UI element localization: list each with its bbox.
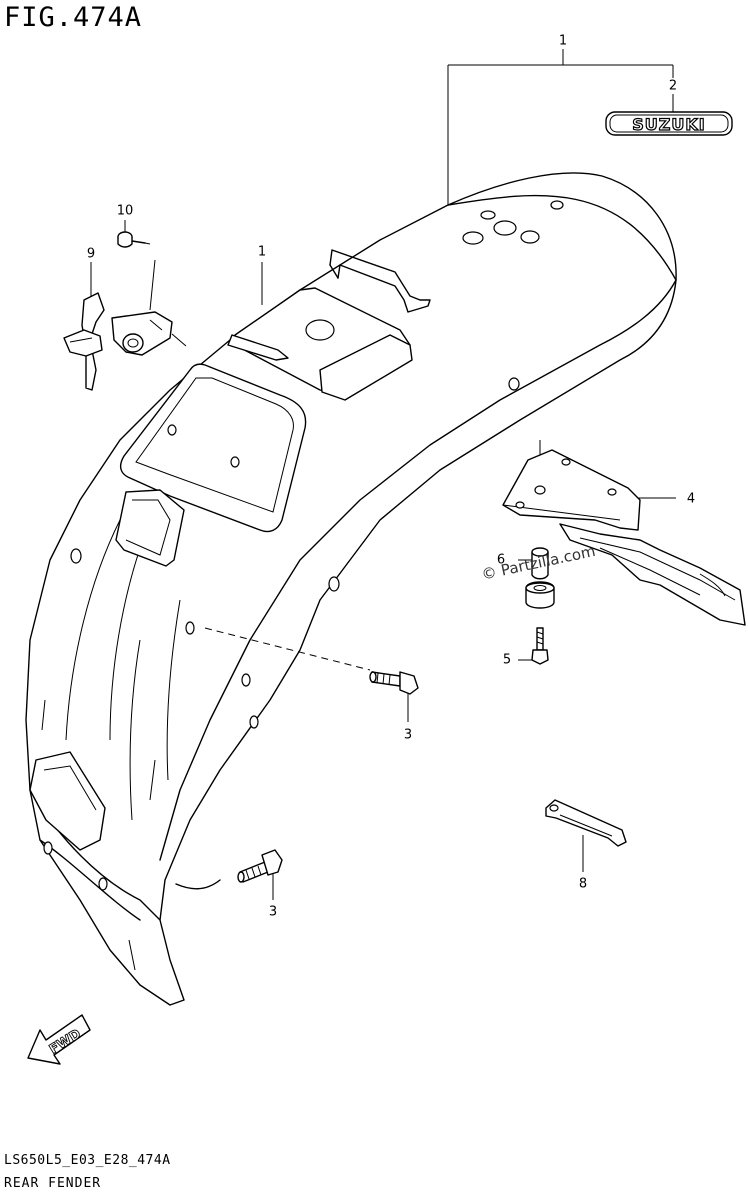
emblem-text: SUZUKI (632, 115, 705, 134)
callout-leaders (90, 49, 676, 900)
figure-title: FIG.474A (4, 2, 143, 33)
bracket-part-4[interactable] (502, 449, 746, 626)
callout-8: 8 (578, 876, 588, 892)
figure-name: REAR FENDER (4, 1176, 102, 1191)
callout-5: 5 (502, 652, 512, 668)
collar-part-6[interactable] (531, 547, 549, 580)
callout-3-lower: 3 (268, 904, 278, 920)
callout-1-assembly: 1 (558, 33, 568, 49)
callout-4: 4 (686, 491, 696, 507)
fwd-arrow-icon: FWD (27, 1014, 91, 1065)
bolt-part-5[interactable] (531, 627, 549, 665)
clamp-part-8[interactable] (545, 799, 627, 847)
screw-part-10[interactable] (117, 231, 151, 248)
callout-2: 2 (668, 78, 678, 94)
callout-6: 6 (496, 552, 506, 568)
callout-1-fender: 1 (257, 244, 267, 260)
figure-code: LS650L5_E03_E28_474A (4, 1153, 171, 1168)
suzuki-emblem[interactable]: SUZUKI (605, 111, 733, 136)
callout-9: 9 (86, 246, 96, 262)
bolt-part-3-upper[interactable] (369, 671, 419, 695)
seat-lock-part-9[interactable] (63, 259, 187, 391)
grommet[interactable] (525, 581, 555, 609)
callout-3-upper: 3 (403, 727, 413, 743)
rear-fender[interactable] (25, 172, 677, 1006)
callout-10: 10 (116, 203, 134, 219)
bolt-part-3-lower[interactable] (237, 849, 283, 883)
